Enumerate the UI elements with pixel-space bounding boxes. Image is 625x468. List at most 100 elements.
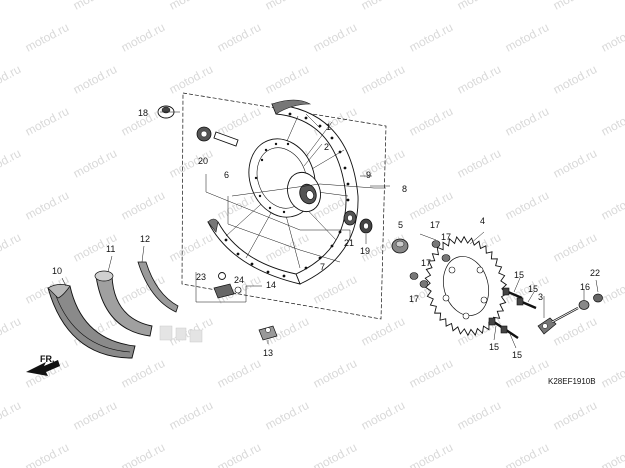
watermark-text: motod.ru xyxy=(23,188,71,223)
callout-23: 23 xyxy=(196,272,206,282)
watermark-text: motod.ru xyxy=(551,230,599,265)
callout-15: 15 xyxy=(514,270,524,280)
watermark-text: motod.ru xyxy=(167,0,215,13)
callout-2: 2 xyxy=(324,142,329,152)
watermark-text: motod.ru xyxy=(167,230,215,265)
watermark-text: motod.ru xyxy=(71,62,119,97)
watermark-text: motod.ru xyxy=(503,188,551,223)
faint-text-shapes xyxy=(159,325,203,343)
watermark-text: motod.ru xyxy=(0,146,23,181)
watermark-text: motod.ru xyxy=(599,440,625,468)
watermark-text: motod.ru xyxy=(263,230,311,265)
leader-lines xyxy=(61,111,599,349)
watermark-text: motod.ru xyxy=(263,398,311,433)
watermark-text: motod.ru xyxy=(455,146,503,181)
damper-part xyxy=(391,238,409,254)
rim-band-part xyxy=(137,261,179,313)
watermark-text: motod.ru xyxy=(119,356,167,391)
watermark-text: motod.ru xyxy=(311,356,359,391)
watermark-text: motod.ru xyxy=(263,0,311,13)
watermark-text: motod.ru xyxy=(455,62,503,97)
watermark-text: motod.ru xyxy=(359,62,407,97)
callout-17: 17 xyxy=(430,220,440,230)
watermark-text: motod.ru xyxy=(119,188,167,223)
watermark-text: motod.ru xyxy=(359,314,407,349)
adjuster-nut-part xyxy=(578,300,590,310)
callout-18: 18 xyxy=(138,108,148,118)
callout-15-2: 15 xyxy=(528,284,538,294)
callout-17-3: 17 xyxy=(421,258,431,268)
watermark-text: motod.ru xyxy=(503,356,551,391)
watermark-text: motod.ru xyxy=(119,20,167,55)
bearing-left-part xyxy=(196,126,212,142)
watermark-text: motod.ru xyxy=(311,20,359,55)
watermark-text: motod.ru xyxy=(215,356,263,391)
watermark-text: motod.ru xyxy=(551,62,599,97)
rim-part xyxy=(207,99,359,285)
watermark-text: motod.ru xyxy=(599,356,625,391)
watermark-text: motod.ru xyxy=(599,20,625,55)
callout-15-3: 15 xyxy=(489,342,499,352)
callout-15-4: 15 xyxy=(512,350,522,360)
diagram-code: K28EF1910B xyxy=(548,377,596,386)
callout-9: 9 xyxy=(366,170,371,180)
callout-21: 21 xyxy=(344,238,354,248)
watermark-text: motod.ru xyxy=(503,104,551,139)
watermark-text: motod.ru xyxy=(0,398,23,433)
chain-adjuster-part xyxy=(537,307,579,335)
watermark-text: motod.ru xyxy=(407,188,455,223)
watermark-text: motod.ru xyxy=(0,62,23,97)
text-layer: FR. K28EF1910B xyxy=(40,354,596,386)
watermark-text: motod.ru xyxy=(599,272,625,307)
callout-16: 16 xyxy=(580,282,590,292)
callout-11: 11 xyxy=(106,244,115,254)
cap-nut-part xyxy=(593,293,603,303)
watermark-text: motod.ru xyxy=(407,440,455,468)
watermark-text: motod.ru xyxy=(119,272,167,307)
valve-parts xyxy=(213,272,242,299)
watermark-text: motod.ru xyxy=(359,398,407,433)
callout-4: 4 xyxy=(480,216,485,226)
callout-1: 1 xyxy=(326,122,331,132)
sprocket-nuts xyxy=(409,240,451,288)
watermark-text: motod.ru xyxy=(215,104,263,139)
watermark-text: motod.ru xyxy=(599,104,625,139)
callout-10: 10 xyxy=(52,266,62,276)
watermark-text: motod.ru xyxy=(359,0,407,13)
watermark-text: motod.ru xyxy=(119,440,167,468)
watermark-text: motod.ru xyxy=(311,272,359,307)
callout-3: 3 xyxy=(538,292,543,302)
bolts xyxy=(488,287,537,339)
bearing-right-part xyxy=(343,210,373,234)
watermark-text: motod.ru xyxy=(455,0,503,13)
callout-14: 14 xyxy=(266,280,276,290)
callout-17-2: 17 xyxy=(441,232,451,242)
watermark-text: motod.ru xyxy=(407,356,455,391)
callout-22: 22 xyxy=(590,268,600,278)
watermark-text: motod.ru xyxy=(551,0,599,13)
watermark-text: motod.ru xyxy=(599,188,625,223)
watermark-text: motod.ru xyxy=(71,0,119,13)
watermark-text: motod.ru xyxy=(71,146,119,181)
watermark-text: motod.ru xyxy=(167,62,215,97)
tire-part xyxy=(47,284,136,359)
watermark-text: motod.ru xyxy=(23,104,71,139)
callout-12: 12 xyxy=(140,234,150,244)
watermark-text: motod.ru xyxy=(167,398,215,433)
callout-20: 20 xyxy=(198,156,208,166)
hub-part xyxy=(248,138,321,218)
assembly-frame xyxy=(181,92,387,320)
watermark-text: motod.ru xyxy=(503,440,551,468)
callout-7: 7 xyxy=(320,262,325,272)
watermark-text: motod.ru xyxy=(71,398,119,433)
watermark-text: motod.ru xyxy=(0,0,23,13)
watermark-text: motod.ru xyxy=(0,314,23,349)
callout-13: 13 xyxy=(263,348,273,358)
callout-6: 6 xyxy=(224,170,229,180)
watermark-text: motod.ru xyxy=(407,104,455,139)
watermark-text: motod.ru xyxy=(263,62,311,97)
watermark-text: motod.ru xyxy=(215,440,263,468)
